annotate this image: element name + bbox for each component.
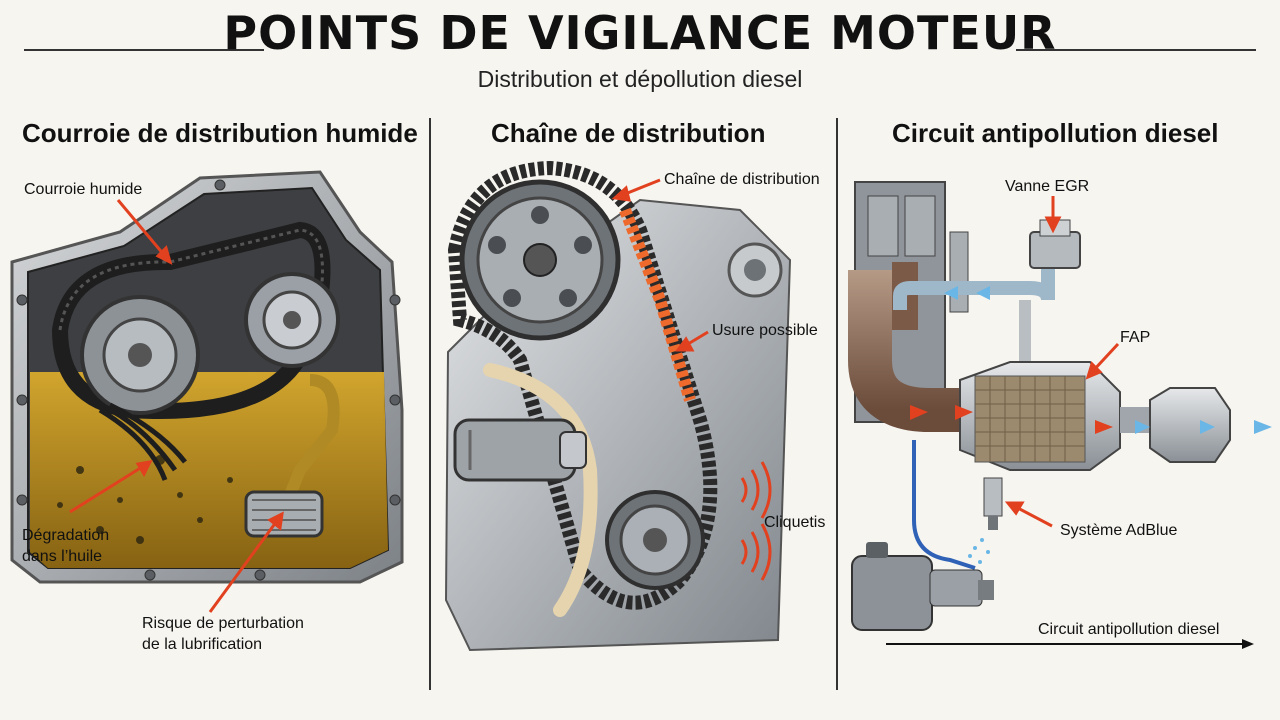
title-rule-right: [1016, 49, 1256, 51]
label-egr-valve: Vanne EGR: [1005, 178, 1090, 195]
circuit-arrow: [886, 639, 1254, 649]
page-title: POINTS DE VIGILANCE MOTEUR: [223, 6, 1057, 60]
chain-tensioner: [453, 418, 587, 482]
timing-chain: [447, 160, 718, 610]
title-rule-left: [24, 49, 264, 51]
egr-pipe: [893, 262, 1055, 310]
engine-block: [444, 198, 792, 652]
label-timing-chain: Chaîne de distribution: [664, 171, 820, 188]
panel-divider-2: [836, 118, 838, 690]
chain-arrows: [611, 178, 709, 352]
idler-pulley: [244, 272, 340, 368]
label-dpf: FAP: [1120, 329, 1151, 346]
exhaust-manifold: [848, 270, 980, 432]
label-rattle: Cliquetis: [764, 514, 826, 531]
panel-title-chain: Chaîne de distribution: [491, 118, 766, 148]
egr-valve: [1029, 219, 1081, 269]
label-wet-belt: Courroie humide: [24, 181, 143, 198]
oil-strainer: [244, 490, 324, 538]
clean-flow-arrows: [944, 286, 1272, 434]
dpf-filter: [959, 361, 1121, 471]
label-adblue: Système AdBlue: [1060, 522, 1178, 539]
cam-sprocket: [459, 179, 621, 341]
wet-belt-illustration: [10, 170, 404, 613]
panel-title-pollution: Circuit antipollution diesel: [892, 118, 1219, 148]
adblue-spray: [968, 538, 990, 564]
exhaust-flow-arrows: [910, 405, 1113, 434]
frayed-belt-debris: [89, 397, 187, 481]
label-wear: Usure possible: [712, 322, 818, 339]
panel-title-belt: Courroie de distribution humide: [22, 118, 418, 148]
crank-sprocket-chain: [605, 490, 705, 590]
label-oil-degradation: Dégradation dans l’huile: [22, 527, 110, 565]
adblue-injector: [983, 477, 1003, 530]
adblue-line: [912, 440, 976, 570]
pollution-arrows: [1004, 196, 1120, 528]
panel-divider-1: [429, 118, 431, 690]
oil-pickup-tube: [284, 374, 340, 498]
adblue-tank: [851, 542, 994, 631]
page-subtitle: Distribution et dépollution diesel: [477, 66, 803, 92]
cylinder-head: [854, 181, 969, 423]
chain-guide: [483, 363, 598, 617]
label-antipollution-circuit: Circuit antipollution diesel: [1038, 621, 1220, 638]
belt-arrows: [69, 199, 284, 613]
label-lubrication-risk: Risque de perturbation de la lubrificati…: [142, 615, 304, 653]
worn-chain-section: [619, 207, 696, 402]
housing-bolts: [16, 179, 401, 581]
crank-sprocket: [80, 295, 200, 415]
catalyst: [1149, 387, 1231, 463]
